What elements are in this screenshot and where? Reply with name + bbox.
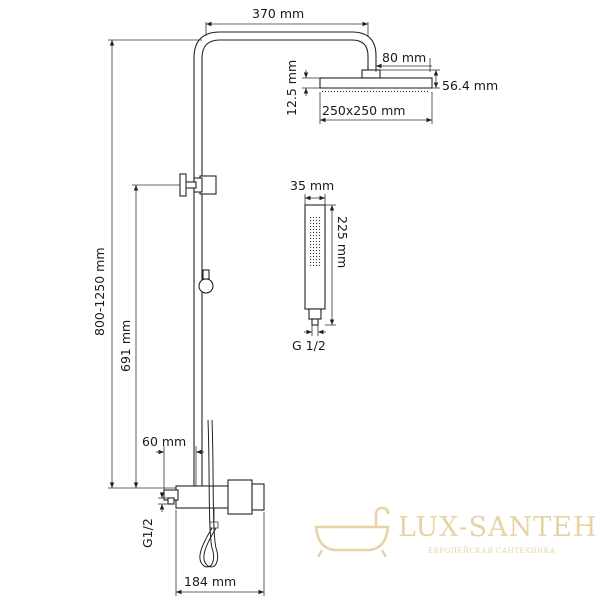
thermostatic-mixer <box>163 479 265 529</box>
dim-total-height: 800-1250 mm <box>92 39 202 489</box>
dim-label-holder-height: 691 mm <box>118 320 133 372</box>
dim-label-head-height: 56.4 mm <box>442 78 498 93</box>
dim-label-arm-length: 370 mm <box>252 6 304 21</box>
dim-head-offset: 80 mm <box>375 50 432 72</box>
pipe-joint-knob <box>198 269 214 294</box>
dim-label-head-size: 250x250 mm <box>322 103 405 118</box>
watermark-subtitle: ЕВРОПЕЙСКАЯ САНТЕХНИКА <box>428 546 556 555</box>
watermark-title: LUX-SANTEH <box>398 512 597 543</box>
dim-hand-shower-length: 225 mm <box>325 204 350 326</box>
dim-inlet-thread: G1/2 <box>140 492 168 548</box>
rain-shower-head <box>319 69 433 93</box>
dim-head-size: 250x250 mm <box>319 92 433 124</box>
dim-arm-length: 370 mm <box>205 6 369 36</box>
dim-label-hand-shower-length: 225 mm <box>335 216 350 268</box>
dim-label-head-offset: 80 mm <box>382 50 426 65</box>
dim-hand-shower-thread: G 1/2 <box>292 325 326 353</box>
dim-hand-shower-width: 35 mm <box>290 178 334 205</box>
dim-head-height: 56.4 mm <box>380 69 498 93</box>
dim-label-inlet-thread: G1/2 <box>140 518 155 548</box>
dim-label-mixer-width: 184 mm <box>184 574 236 589</box>
shower-hose <box>199 419 219 568</box>
dim-holder-height: 691 mm <box>118 184 180 488</box>
bathtub-icon <box>314 506 390 558</box>
dim-outlet-offset: 60 mm <box>142 434 204 490</box>
dim-mixer-width: 184 mm <box>175 510 265 596</box>
dim-label-hand-shower-thread: G 1/2 <box>292 338 326 353</box>
watermark: LUX-SANTEH ЕВРОПЕЙСКАЯ САНТЕХНИКА <box>314 506 597 558</box>
dim-label-outlet-offset: 60 mm <box>142 434 186 449</box>
dim-label-total-height: 800-1250 mm <box>92 247 107 336</box>
dim-label-hand-shower-width: 35 mm <box>290 178 334 193</box>
dim-label-head-thickness: 12.5 mm <box>284 60 299 116</box>
hand-shower-slider <box>179 173 217 197</box>
dim-head-thickness: 12.5 mm <box>284 60 320 116</box>
hand-shower <box>304 204 326 326</box>
